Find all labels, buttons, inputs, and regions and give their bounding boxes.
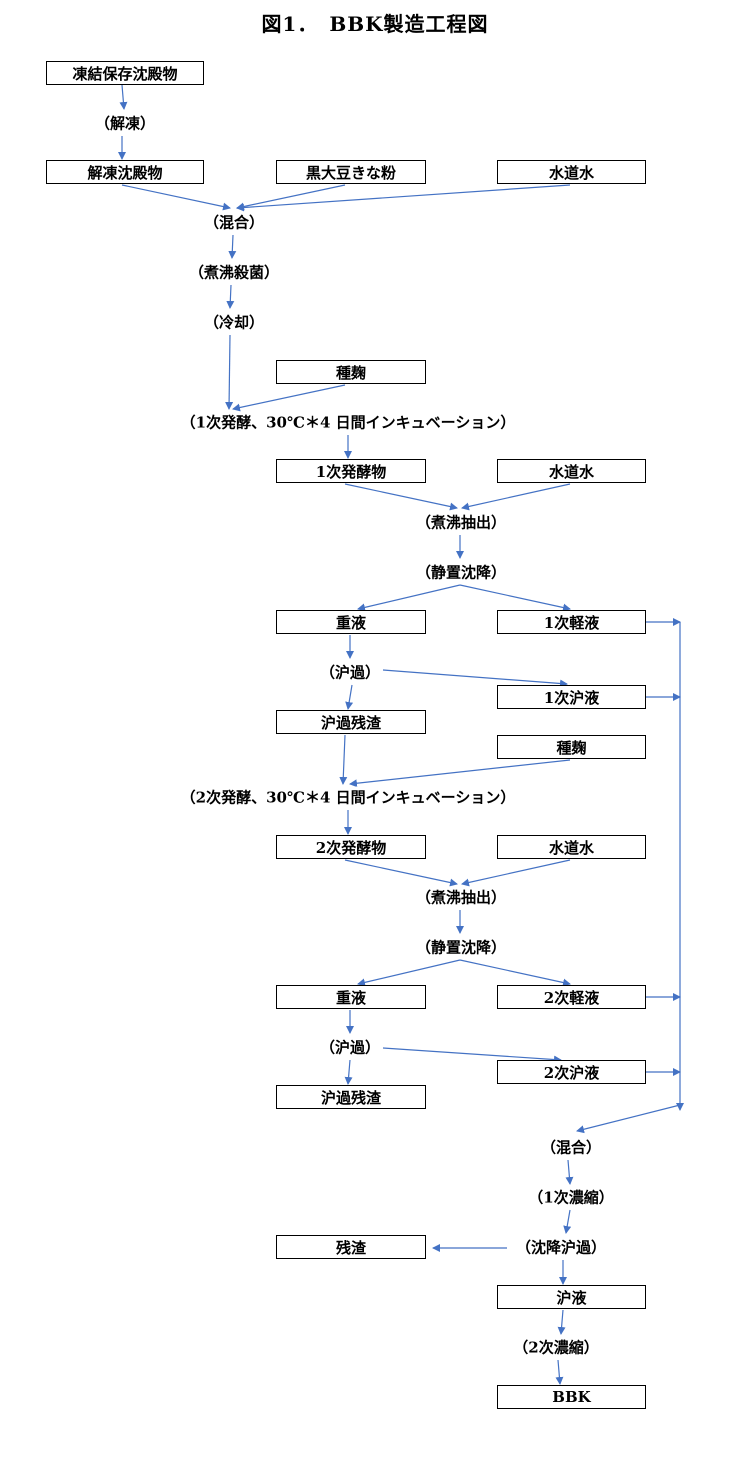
box-light-liquid-2: 2次軽液 [497,985,646,1009]
arrow-settle-to-light1 [459,584,571,612]
step-mix-1: （混合） [201,211,267,233]
arrow-filter2-to-filtrate2 [382,1047,562,1064]
box-koji-1: 種麹 [276,360,426,384]
box-black-soy-kinako: 黒大豆きな粉 [276,160,426,184]
arrow-frozen-to-thaw [119,84,128,110]
box-koji-2: 種麹 [497,735,646,759]
arrow-kinako-to-mix [236,184,346,211]
box-filtrate-2: 2次沪液 [497,1060,646,1084]
arrow-product2-to-extract2 [344,859,458,887]
arrow-filter2-to-residue2 [344,1059,353,1085]
page-title: 図1． BBK製造工程図 [261,12,489,36]
box-tap-water-1: 水道水 [497,160,646,184]
arrow-concentrate2-to-bbk [555,1359,564,1385]
box-ferment-product-2: 2次発酵物 [276,835,426,859]
step-settle-filter: （沈降沪過） [513,1236,609,1258]
arrow-koji1-to-ferment1 [232,384,346,412]
arrow-residue1-to-ferment2 [339,734,348,785]
box-ferment-product-1: 1次発酵物 [276,459,426,483]
box-frozen-precipitate: 凍結保存沈殿物 [46,61,204,85]
box-bbk: BBK [497,1385,646,1409]
arrow-thawed-to-mix [121,184,231,211]
box-thawed-precipitate: 解凍沈殿物 [46,160,204,184]
arrow-water1-to-mix [236,184,571,212]
step-filter-2: （沪過） [317,1036,383,1058]
box-filter-residue-1: 沪過残渣 [276,710,426,734]
step-settle-2: （静置沈降） [413,936,509,958]
step-settle-1: （静置沈降） [413,561,509,583]
step-filter-1: （沪過） [317,661,383,683]
arrow-filter1-to-residue1 [345,684,354,710]
step-thaw: （解凍） [92,112,158,134]
box-light-liquid-1: 1次軽液 [497,610,646,634]
step-concentrate-2: （2次濃縮） [511,1336,601,1358]
arrow-cool-to-ferment1 [225,334,234,410]
arrow-koji2-to-ferment2 [349,759,571,788]
box-filtrate-final: 沪液 [497,1285,646,1309]
step-concentrate-1: （1次濃縮） [526,1186,616,1208]
step-ferment-1: （1次発酵、30℃＊4 日間インキュベーション） [178,411,518,433]
arrow-filter1-to-filtrate1 [382,669,568,688]
arrow-settle2-to-heavy2 [357,959,461,987]
arrow-settle2-to-light2 [459,959,571,987]
step-boil-extract-2: （煮沸抽出） [413,886,509,908]
arrow-concentrate1-to-settlefilter [563,1209,572,1234]
arrow-water2-to-extract [461,483,571,511]
arrow-mix2-to-concentrate1 [565,1159,574,1185]
box-heavy-liquid-2: 重液 [276,985,426,1009]
step-cool: （冷却） [201,311,267,333]
box-tap-water-3: 水道水 [497,835,646,859]
arrow-collector-to-mix2 [576,1104,681,1134]
box-residue: 残渣 [276,1235,426,1259]
arrow-filtrate-to-concentrate2 [557,1309,566,1335]
arrow-settle-to-heavy1 [357,584,461,612]
arrow-water3-to-extract2 [461,859,571,887]
arrow-mix-to-boil [228,234,237,259]
step-boil-sterilize: （煮沸殺菌） [186,261,282,283]
box-tap-water-2: 水道水 [497,459,646,483]
arrow-product1-to-extract [344,483,458,511]
box-filter-residue-2: 沪過残渣 [276,1085,426,1109]
step-ferment-2: （2次発酵、30℃＊4 日間インキュベーション） [178,786,518,808]
arrow-boil-to-cool [226,284,235,309]
step-boil-extract-1: （煮沸抽出） [413,511,509,533]
box-filtrate-1: 1次沪液 [497,685,646,709]
step-mix-2: （混合） [538,1136,604,1158]
box-heavy-liquid-1: 重液 [276,610,426,634]
